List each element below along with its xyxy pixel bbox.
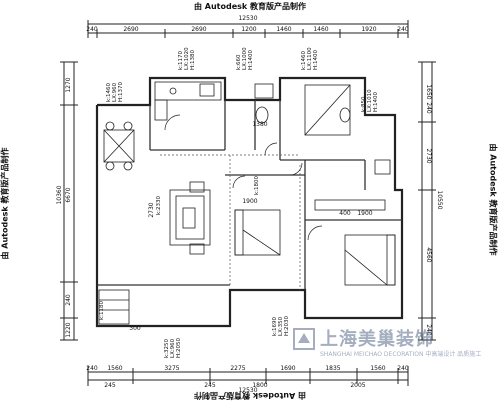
svg-text:H:1400: H:1400 bbox=[313, 50, 319, 70]
top-seg-8: 240 bbox=[397, 26, 409, 33]
room-dim-b: 400 bbox=[339, 210, 351, 217]
dining-table bbox=[103, 121, 135, 171]
top-seg-4: 1200 bbox=[241, 26, 256, 33]
door-swings bbox=[164, 114, 323, 241]
right-dim-3: 4560 bbox=[425, 247, 432, 262]
svg-text:k:660: k:660 bbox=[236, 54, 242, 70]
window-tag-6: k:3250 LX:960 H:2050 bbox=[164, 338, 182, 358]
logo-mark-icon bbox=[293, 328, 315, 350]
right-dim-2: 2730 bbox=[425, 148, 432, 163]
window-tag-8: k:1180 bbox=[99, 300, 105, 320]
room-dim-a: 1900 bbox=[242, 198, 257, 205]
left-dim-4: 240 bbox=[65, 294, 72, 306]
window-tag-3: k:660 LX:1000 H:1400 bbox=[236, 47, 254, 70]
watermark-left: 由 Autodesk 教育版产品制作 bbox=[0, 147, 10, 260]
right-dim-1: 1650 bbox=[425, 84, 432, 99]
svg-text:k:1170: k:1170 bbox=[178, 50, 184, 70]
bottom-seg-7: 1560 bbox=[370, 365, 385, 372]
svg-text:H:1380: H:1380 bbox=[190, 50, 196, 70]
top-seg-2: 2690 bbox=[123, 26, 138, 33]
left-dim-3: 10360 bbox=[56, 185, 63, 204]
bottom-sub-4: 2005 bbox=[350, 382, 365, 389]
window-tag-4: k:1460 LX:1100 H:1400 bbox=[301, 47, 319, 70]
svg-text:H:2030: H:2030 bbox=[284, 316, 290, 336]
bottom-sub-3: 1800 bbox=[252, 382, 267, 389]
exterior-walls bbox=[95, 76, 404, 328]
right-dim-5: 240 bbox=[425, 324, 432, 336]
toilet bbox=[374, 159, 391, 175]
bathroom-1 bbox=[254, 83, 274, 124]
svg-text:LX:1100: LX:1100 bbox=[307, 47, 313, 70]
bottom-seg-3: 3275 bbox=[164, 365, 179, 372]
right-dim-4: 240 bbox=[425, 102, 432, 114]
bottom-total-dim: 12530 bbox=[238, 387, 257, 394]
left-dim-5: 1220 bbox=[65, 322, 72, 337]
svg-text:k:2330: k:2330 bbox=[156, 195, 162, 215]
window-tag-7: k:1690 LX:350 H:2030 bbox=[272, 316, 290, 336]
window-tag-5: k:850 LX:1010 H:1400 bbox=[361, 89, 379, 112]
top-total-dim: 12530 bbox=[238, 15, 257, 22]
company-logo: 上海美巢装饰 SHANGHAI MEICHAO DECORATION 中高端设计… bbox=[290, 325, 482, 365]
bottom-seg-8: 240 bbox=[397, 365, 409, 372]
svg-text:k:3250: k:3250 bbox=[164, 338, 170, 358]
balcony bbox=[98, 289, 130, 325]
top-seg-1: 240 bbox=[86, 26, 98, 33]
left-dim-2: 6670 bbox=[65, 187, 72, 202]
svg-text:H:1400: H:1400 bbox=[248, 50, 254, 70]
svg-text:k:1460: k:1460 bbox=[301, 50, 307, 70]
top-seg-5: 1460 bbox=[276, 26, 291, 33]
svg-text:k:1460: k:1460 bbox=[106, 82, 112, 102]
svg-text:LX:350: LX:350 bbox=[278, 316, 284, 336]
logo-english-name: SHANGHAI MEICHAO DECORATION 中高端设计 品质施工 bbox=[320, 351, 482, 358]
watermark-top: 由 Autodesk 教育版产品制作 bbox=[193, 2, 306, 11]
svg-text:H:1400: H:1400 bbox=[373, 92, 379, 112]
svg-text:LX:960: LX:960 bbox=[112, 82, 118, 102]
svg-text:k:1180: k:1180 bbox=[99, 300, 105, 320]
svg-text:LX:1000: LX:1000 bbox=[242, 47, 248, 70]
svg-text:H:1370: H:1370 bbox=[118, 82, 124, 102]
bathroom-2 bbox=[304, 84, 351, 136]
svg-text:k:850: k:850 bbox=[361, 96, 367, 112]
bottom-seg-6: 1835 bbox=[325, 365, 340, 372]
left-small-dim: 2730 bbox=[148, 202, 155, 217]
top-seg-6: 1460 bbox=[313, 26, 328, 33]
room-dim-c: 1900 bbox=[357, 210, 372, 217]
bottom-seg-1: 240 bbox=[86, 365, 98, 372]
interior-walls bbox=[97, 100, 402, 290]
watermark-bottom: 由 Autodesk 教育版产品制作 bbox=[194, 391, 307, 400]
bottom-seg-2: 1560 bbox=[107, 365, 122, 372]
bottom-seg-5: 1690 bbox=[280, 365, 295, 372]
window-tag-1: k:1460 LX:960 H:1370 bbox=[106, 82, 124, 102]
top-seg-3: 2690 bbox=[191, 26, 206, 33]
logo-chinese-name: 上海美巢装饰 bbox=[320, 329, 434, 350]
window-tag-2: k:1170 LX:1020 H:1380 bbox=[178, 47, 196, 70]
wardrobe bbox=[314, 199, 386, 211]
bottom-sub-2: 245 bbox=[204, 382, 216, 389]
svg-text:k:1690: k:1690 bbox=[272, 316, 278, 336]
right-total-dim: 10550 bbox=[436, 190, 443, 209]
svg-text:k:1800: k:1800 bbox=[254, 175, 260, 195]
bottom-seg-4: 2275 bbox=[230, 365, 245, 372]
watermark-right: 由 Autodesk 教育版产品制作 bbox=[488, 143, 498, 256]
svg-text:H:2050: H:2050 bbox=[176, 338, 182, 358]
bed-master-bedroom bbox=[344, 234, 396, 286]
bottom-sub-1: 245 bbox=[104, 382, 116, 389]
room-dim-e: 1380 bbox=[252, 121, 267, 128]
kitchen bbox=[154, 81, 222, 121]
svg-text:LX:1020: LX:1020 bbox=[184, 47, 190, 70]
room-dim-d: 300 bbox=[129, 325, 141, 332]
top-seg-7: 1920 bbox=[361, 26, 376, 33]
svg-text:LX:1010: LX:1010 bbox=[367, 89, 373, 112]
window-tag-10: k:2330 bbox=[156, 195, 162, 215]
bed-small-bedroom bbox=[234, 209, 281, 256]
window-tag-9: k:1800 bbox=[254, 175, 260, 195]
svg-text:LX:960: LX:960 bbox=[170, 338, 176, 358]
sofa bbox=[169, 181, 211, 255]
left-dim-1: 1270 bbox=[65, 77, 72, 92]
